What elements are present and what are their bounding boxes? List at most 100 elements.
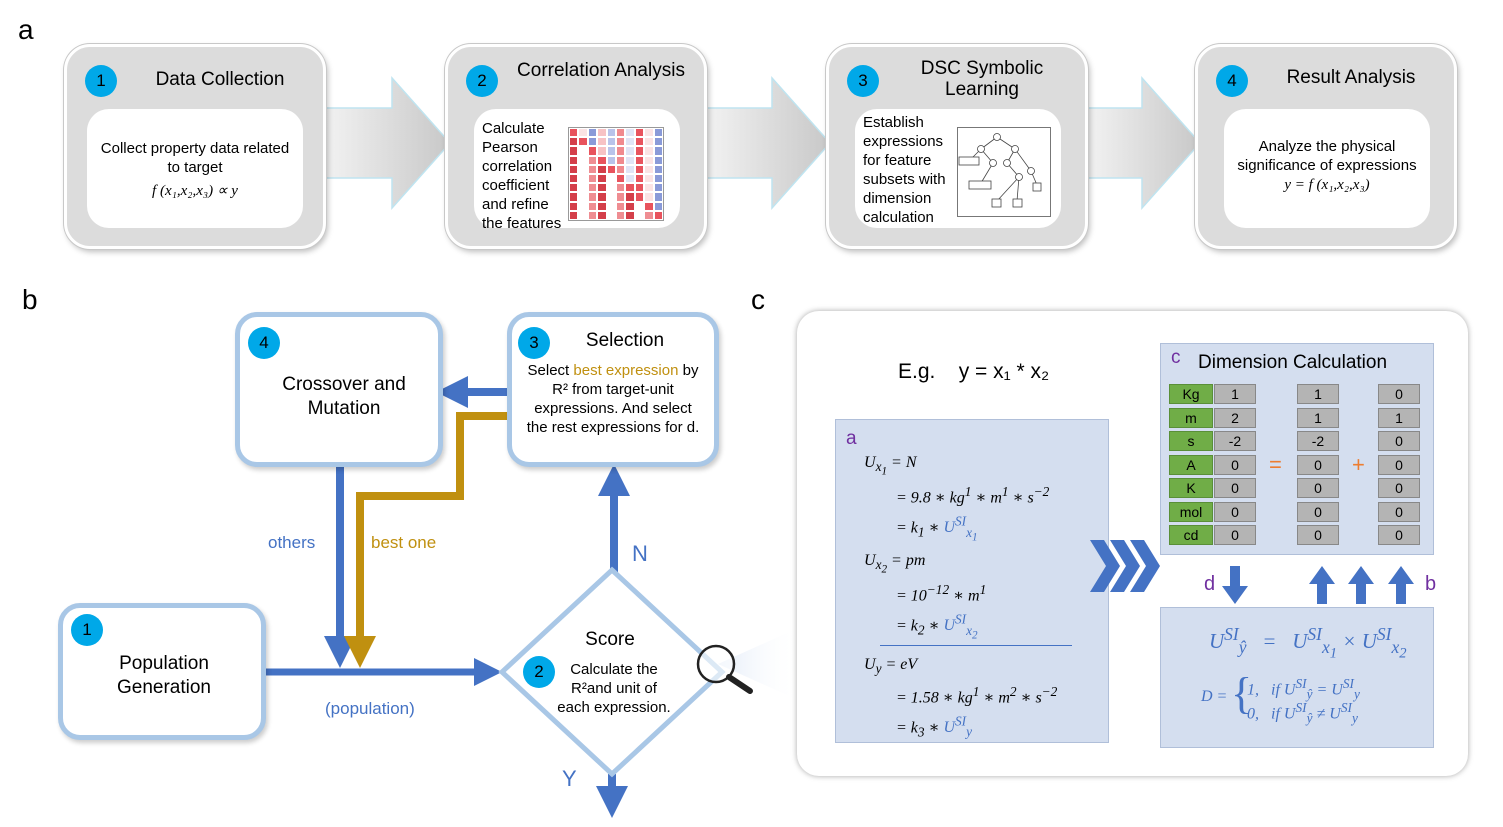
dim-cell-x1: 1: [1297, 407, 1339, 428]
heatmap-cell: [606, 201, 616, 211]
heatmap-cell: [587, 183, 598, 193]
heatmap-cell: [597, 210, 607, 220]
step-text: Calculate Pearson correlation coefficien…: [482, 120, 562, 232]
example-equation: E.g. y = x₁ * x₂: [898, 360, 1050, 383]
population-generation-title: Population Generation: [116, 653, 211, 698]
heatmap-cell: [615, 183, 626, 193]
pipeline-arrows: [324, 76, 1202, 210]
heatmap-cell: [634, 164, 645, 174]
step-number-badge: 1: [71, 614, 103, 646]
plus-sign: +: [1352, 452, 1365, 477]
selection-text-highlight: best expression: [573, 362, 679, 379]
heatmap-cell: [606, 164, 616, 174]
dim-cell-y: 0: [1214, 525, 1256, 545]
heatmap-cell: [597, 137, 607, 147]
expression-tree-image: [957, 127, 1051, 217]
step-title: DSC Symbolic Learning: [920, 58, 1044, 100]
heatmap-cell: [587, 210, 598, 220]
heatmap-cell: [606, 155, 616, 165]
panel-label-b: b: [22, 284, 38, 315]
heatmap-cell: [597, 192, 607, 202]
heatmap-cell: [578, 164, 588, 174]
dim-cell-y: 0: [1214, 454, 1256, 475]
heatmap-cell: [578, 146, 588, 156]
heatmap-cell: [644, 210, 654, 220]
step-content: Collect property data related to target …: [87, 109, 303, 228]
selection-text-pre: Select: [527, 362, 574, 379]
pipeline-arrow-3: [1087, 76, 1202, 210]
dim-cell-x2: 1: [1378, 407, 1420, 428]
heatmap-cell: [578, 192, 588, 202]
heatmap-cell: [653, 183, 663, 193]
step-card-dsc-symbolic-learning: 3 DSC Symbolic Learning Establish expres…: [826, 44, 1088, 249]
heatmap-cell: [615, 146, 626, 156]
heatmap-cell: [625, 201, 635, 211]
eq-uy-line1: Uy = eV: [864, 656, 918, 677]
eq-ux2-line3: = k2 ∗ USIx2: [896, 612, 978, 642]
heatmap-cell: [569, 192, 579, 202]
pipeline-arrow-1: [324, 76, 452, 210]
heatmap-cell: [644, 201, 654, 211]
dim-cell-x1: 0: [1297, 525, 1339, 545]
heatmap-cell: [578, 201, 588, 211]
heatmap-cell: [578, 210, 588, 220]
heatmap-cell: [578, 128, 588, 138]
step-number-badge: 3: [847, 65, 879, 97]
heatmap-cell: [644, 192, 654, 202]
heatmap-cell: [653, 155, 663, 165]
dim-cell-y: -2: [1214, 431, 1256, 451]
step-card-correlation-analysis: 2 Correlation Analysis Calculate Pearson…: [445, 44, 707, 249]
score-title: Score: [585, 629, 635, 650]
heatmap-cell: [606, 210, 616, 220]
eq-uy-line3: = k3 ∗ USIy: [896, 714, 973, 740]
dim-cell-x1: 0: [1297, 454, 1339, 475]
score-diamond-shape: [498, 566, 726, 778]
heatmap-cell: [653, 210, 663, 220]
box-c-title: Dimension Calculation: [1198, 352, 1388, 373]
selection-box: 3 Selection Select best expression by R²…: [507, 312, 719, 467]
step-content: Analyze the physical significance of exp…: [1224, 109, 1430, 228]
heatmap-cell: [615, 128, 626, 138]
si-product-box: USIŷ = USIx1 × USIx2 D = { 1, if USIŷ = …: [1160, 607, 1434, 748]
eq-ux1-line2: = 9.8 ∗ kg1 ∗ m1 ∗ s−2: [896, 484, 1050, 507]
dim-cell-y: 1: [1214, 384, 1256, 404]
heatmap-cell: [615, 164, 626, 174]
step-title: Data Collection: [155, 69, 285, 90]
heatmap-cell: [625, 155, 635, 165]
heatmap-cell: [653, 164, 663, 174]
eq-uy-line2: = 1.58 ∗ kg1 ∗ m2 ∗ s−2: [896, 684, 1058, 707]
heatmap-cell: [597, 155, 607, 165]
step-number-badge: 1: [85, 65, 117, 97]
heatmap-cell: [625, 183, 635, 193]
pipeline-arrow-2: [706, 76, 832, 210]
selection-title: Selection: [585, 330, 665, 351]
heatmap-cell: [569, 164, 579, 174]
heatmap-cell: [606, 192, 616, 202]
heatmap-cell: [615, 201, 626, 211]
heatmap-cell: [653, 137, 663, 147]
unit-label-m: m: [1169, 407, 1213, 428]
score-description: Calculate the R²and unit of each express…: [557, 661, 671, 716]
unit-label-mol: mol: [1169, 501, 1213, 522]
label-n: N: [632, 541, 648, 566]
heatmap-cell: [625, 210, 635, 220]
heatmap-cell: [587, 173, 598, 184]
step-card-data-collection: 1 Data Collection Collect property data …: [64, 44, 326, 249]
step-number-badge: 2: [466, 65, 498, 97]
dim-cell-y: 2: [1214, 407, 1256, 428]
panel-label-c: c: [751, 284, 765, 315]
dim-cell-x2: 0: [1378, 478, 1420, 498]
heatmap-cell: [615, 192, 626, 202]
dim-cell-x2: 0: [1378, 501, 1420, 522]
equals-sign: =: [1269, 452, 1282, 477]
heatmap-cell: [578, 137, 588, 147]
selection-description: Select best expression by R² from target…: [524, 361, 702, 437]
heatmap-cell: [634, 192, 645, 202]
dim-cell-x1: -2: [1297, 431, 1339, 451]
magnifier-icon: [696, 628, 798, 700]
heatmap-cell: [606, 137, 616, 147]
dim-cell-x2: 0: [1378, 525, 1420, 545]
label-best-one: best one: [371, 533, 437, 552]
heatmap-cell: [653, 201, 663, 211]
